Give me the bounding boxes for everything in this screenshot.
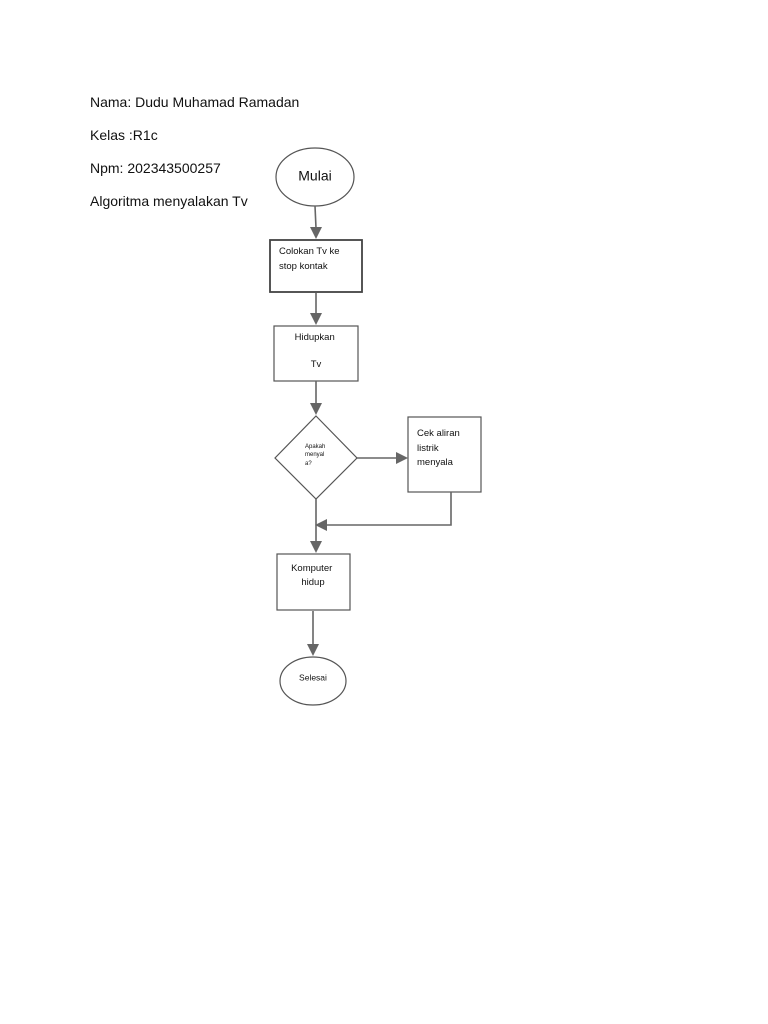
process-device-on: Komputer hidup (276, 553, 351, 611)
process-turn-on-tv: Hidupkan Tv (273, 325, 359, 382)
start-label: Mulai (298, 168, 331, 184)
student-class: Kelas :R1c (90, 127, 158, 143)
process-plug-in-line-1: Colokan Tv ke (279, 246, 340, 257)
decision-line-2: menyal (305, 452, 324, 458)
process-check-power-label: Cek aliran listrik menyala (417, 428, 462, 468)
decision-is-on-label: Apakah menyal a? (305, 444, 327, 467)
decision-is-on: Apakah menyal a? (274, 415, 358, 500)
process-plug-in-line-2: stop kontak (279, 261, 328, 272)
process-turn-on-tv-line-1: Hidupkan (295, 332, 335, 343)
student-name: Nama: Dudu Muhamad Ramadan (90, 94, 300, 110)
student-npm: Npm: 202343500257 (90, 160, 221, 176)
process-check-power-line-1: Cek aliran (417, 428, 460, 439)
process-device-on-line-1: Komputer (291, 563, 332, 574)
connector-start-step1 (310, 205, 322, 239)
connector-step3-end (307, 611, 319, 656)
start-terminator: Mulai (275, 147, 355, 207)
process-plug-in: Colokan Tv ke stop kontak (269, 239, 363, 293)
end-label: Selesai (299, 672, 327, 682)
process-check-power: Cek aliran listrik menyala (407, 416, 482, 493)
connector-decision-check (357, 452, 408, 464)
process-device-on-line-2: hidup (301, 577, 324, 588)
end-terminator: Selesai (279, 656, 347, 706)
process-turn-on-tv-label: Hidupkan Tv (295, 332, 338, 370)
process-device-on-label: Komputer hidup (291, 563, 335, 588)
connector-check-return (315, 492, 452, 531)
decision-line-1: Apakah (305, 444, 325, 450)
process-turn-on-tv-line-2: Tv (311, 359, 322, 370)
algorithm-title: Algoritma menyalakan Tv (90, 193, 248, 209)
process-check-power-line-2: listrik (417, 443, 439, 454)
process-plug-in-label: Colokan Tv ke stop kontak (279, 246, 342, 272)
connector-decision-step3 (310, 499, 322, 553)
decision-line-3: a? (305, 461, 312, 467)
connector-step1-step2 (310, 293, 322, 325)
process-check-power-line-3: menyala (417, 457, 454, 468)
connector-step2-decision (310, 381, 322, 415)
